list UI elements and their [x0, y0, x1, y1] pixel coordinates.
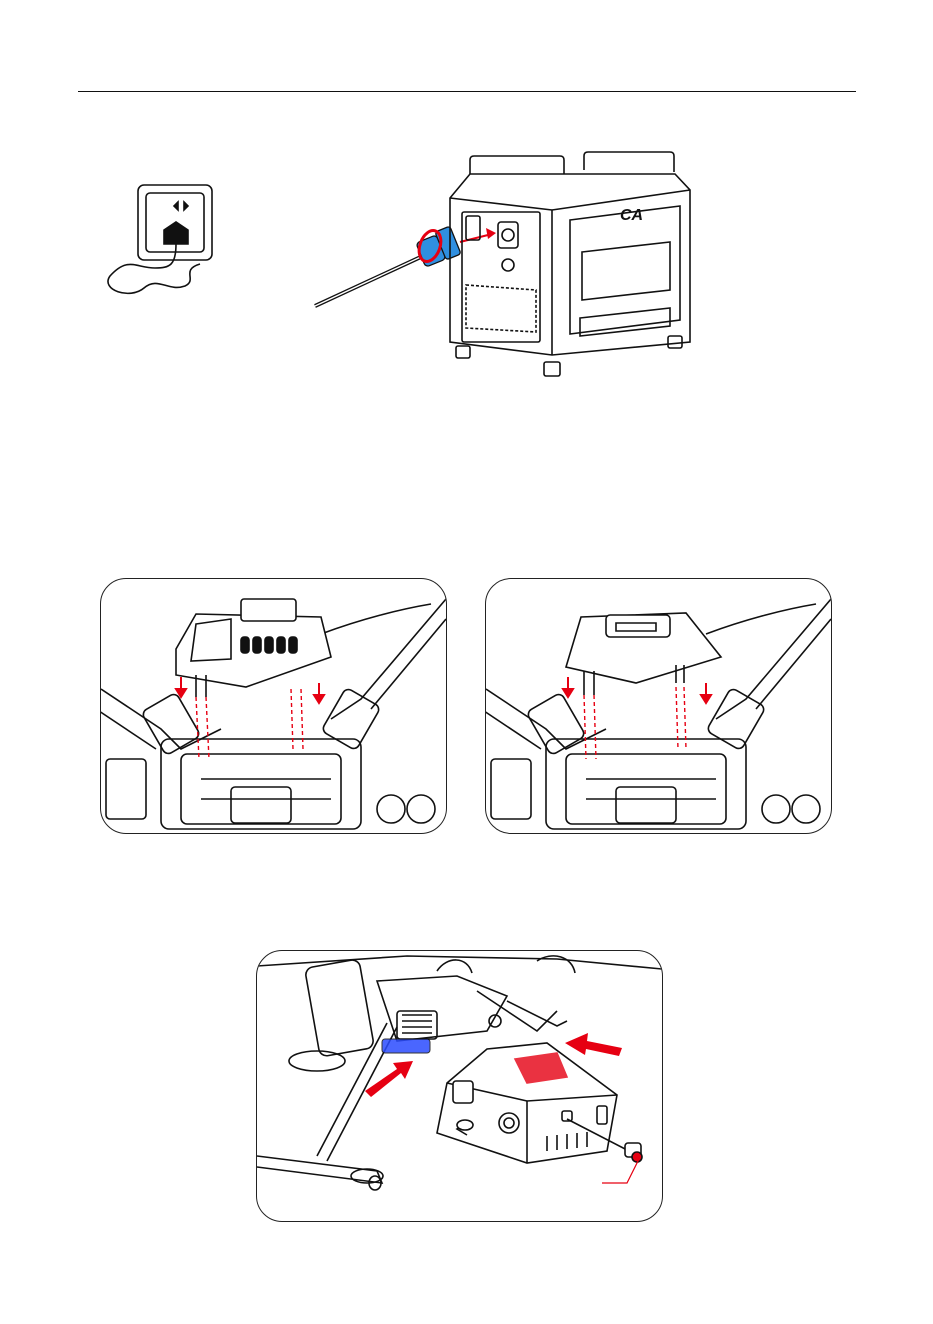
callout-line — [602, 1159, 639, 1183]
svg-text:CA: CA — [620, 207, 643, 224]
mount-install-right-svg — [486, 579, 831, 833]
mount-install-right — [485, 578, 832, 834]
battery-box-install — [256, 950, 663, 1222]
battery-box-icon — [437, 1043, 642, 1163]
power-connection-illustration: CA — [100, 150, 740, 400]
highlight-connector — [382, 1039, 430, 1053]
mount-install-left — [100, 578, 447, 834]
mount-plate-icon — [566, 613, 721, 695]
power-cable-icon — [315, 226, 496, 306]
generator-unit-icon: CA — [450, 152, 690, 376]
header-rule — [78, 91, 856, 92]
wall-socket-icon — [138, 185, 212, 260]
mount-bracket-icon — [176, 599, 331, 697]
battery-box-install-svg — [257, 951, 662, 1221]
power-connection-svg: CA — [100, 150, 740, 400]
mount-install-left-svg — [101, 579, 446, 833]
